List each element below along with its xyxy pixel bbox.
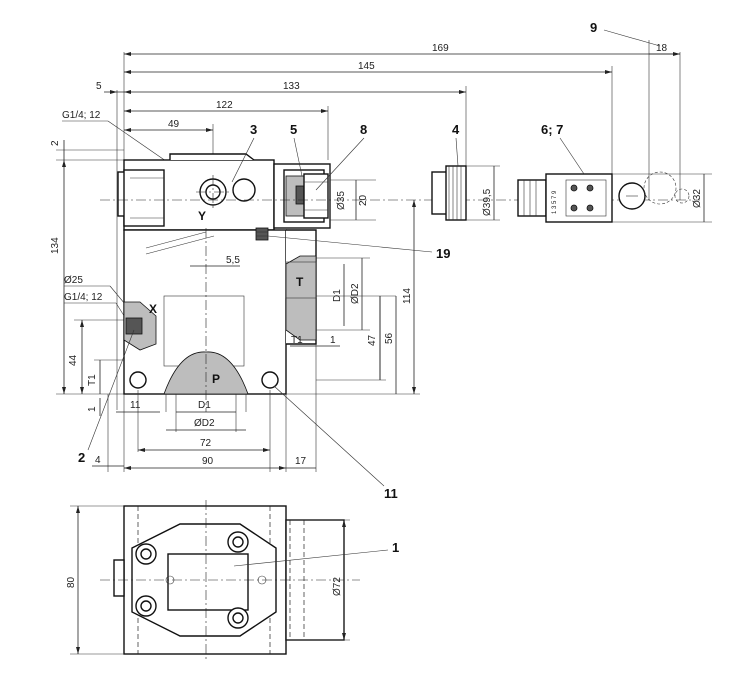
dim-114: 114 xyxy=(402,288,413,304)
dim-o32: Ø32 xyxy=(692,189,703,208)
dim-134: 134 xyxy=(50,237,61,254)
dim-56: 56 xyxy=(384,332,395,344)
callout-4: 4 xyxy=(452,122,460,137)
valve-front-view: Y X T P xyxy=(100,153,700,412)
dim-o35: Ø35 xyxy=(336,191,347,210)
dim-44: 44 xyxy=(68,354,79,366)
dim-17: 17 xyxy=(295,456,307,467)
dim-5-5: 5,5 xyxy=(226,255,240,266)
dim-169: 169 xyxy=(432,43,449,54)
port-x: X xyxy=(149,302,157,316)
dim-5: 5 xyxy=(96,81,102,92)
dim-11: 11 xyxy=(130,400,141,411)
dim-1-left: 1 xyxy=(87,406,98,412)
dim-80: 80 xyxy=(66,576,77,588)
dim-t1-right: T1 xyxy=(291,335,303,346)
dim-72: 72 xyxy=(200,438,212,449)
scale-text: 1 3 5 7 9 xyxy=(552,190,558,214)
callout-19: 19 xyxy=(436,246,450,261)
knob-part-4 xyxy=(431,165,467,221)
callout-11: 11 xyxy=(384,486,398,501)
dim-90: 90 xyxy=(202,456,214,467)
dim-18: 18 xyxy=(656,43,668,54)
dim-47: 47 xyxy=(367,334,378,346)
dim-49: 49 xyxy=(168,119,180,130)
callout-9: 9 xyxy=(590,20,597,35)
dim-OD2-right: ØD2 xyxy=(350,283,361,304)
bottom-dimensions: 11 D1 ØD2 72 90 17 xyxy=(116,344,317,472)
dim-OD2-bottom: ØD2 xyxy=(194,418,215,429)
port-p: P xyxy=(212,372,220,386)
port-y: Y xyxy=(198,209,206,223)
dim-o72: Ø72 xyxy=(332,577,343,596)
dim-122: 122 xyxy=(216,100,233,111)
right-dimensions: Ø35 20 5,5 D1 ØD2 T1 1 47 56 114 xyxy=(190,164,712,395)
dim-t1-left: T1 xyxy=(87,374,98,386)
callout-3: 3 xyxy=(250,122,257,137)
lock-part-6-7: 1 3 5 7 9 xyxy=(517,171,690,223)
dim-20: 20 xyxy=(358,194,369,206)
dim-1-right: 1 xyxy=(330,335,336,346)
top-dimensions: 169 145 133 122 49 18 5 xyxy=(96,40,681,410)
dim-o39-5: Ø39,5 xyxy=(482,188,493,216)
label-g14-x: G1/4; 12 xyxy=(64,292,103,303)
port-t: T xyxy=(296,275,304,289)
dim-D1-bottom: D1 xyxy=(198,400,211,411)
dim-D1-right: D1 xyxy=(332,289,343,302)
callout-8: 8 xyxy=(360,122,367,137)
callout-5: 5 xyxy=(290,122,297,137)
valve-top-view: 80 Ø72 xyxy=(66,500,360,660)
dim-2: 2 xyxy=(50,140,61,146)
dim-145: 145 xyxy=(358,61,375,72)
label-o25: Ø25 xyxy=(64,275,83,286)
callout-6-7: 6; 7 xyxy=(541,122,563,137)
callouts: 3 5 8 4 6; 7 9 19 11 2 1 xyxy=(78,20,661,567)
dim-4: 4 xyxy=(95,455,101,466)
dim-133: 133 xyxy=(283,81,300,92)
callout-1: 1 xyxy=(392,540,399,555)
left-dimensions: 2 134 44 T1 1 G1/4; 12 Ø25 G1/4; 12 4 xyxy=(50,110,206,472)
label-g14-top: G1/4; 12 xyxy=(62,110,101,121)
callout-2: 2 xyxy=(78,450,85,465)
